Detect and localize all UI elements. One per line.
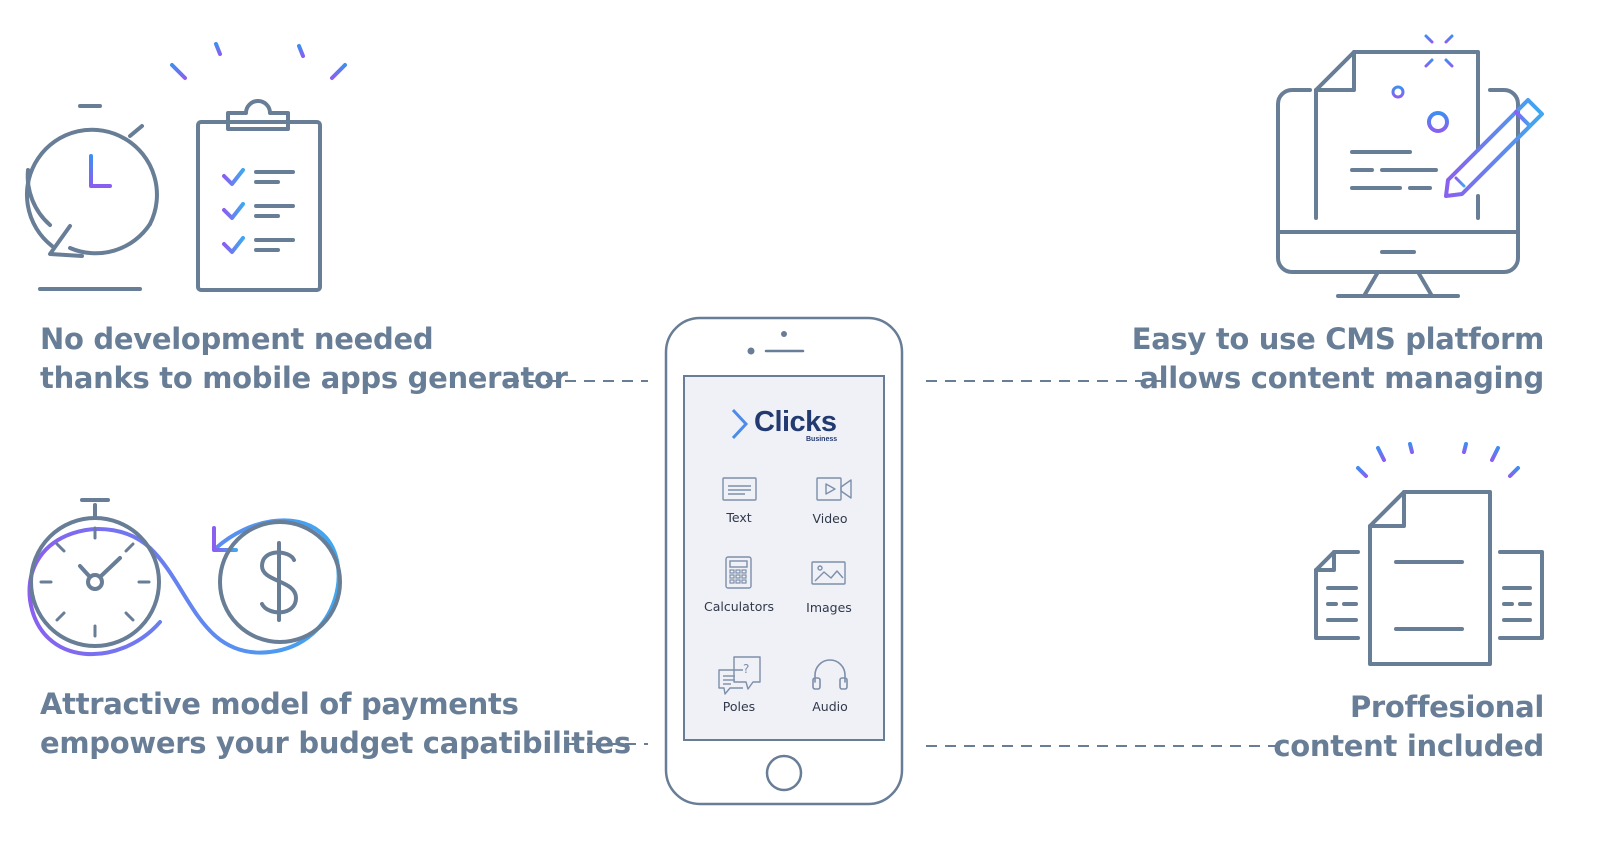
- feature-cms: Easy to use CMS platform allows content …: [1131, 320, 1545, 398]
- brand-subtitle: Business: [806, 436, 838, 443]
- app-label-text[interactable]: Text: [726, 510, 752, 525]
- documents-stack-icon: [1314, 490, 1544, 666]
- svg-text:?: ?: [743, 662, 749, 676]
- feature-no-development: No development needed thanks to mobile a…: [40, 320, 568, 398]
- feature-professional-line2: content included: [1273, 729, 1544, 763]
- feature-payments-line2: empowers your budget capatibilities: [40, 726, 631, 760]
- app-label-audio[interactable]: Audio: [812, 699, 848, 714]
- app-calculator-icon[interactable]: [725, 556, 752, 589]
- clipboard-checklist-icon: [196, 99, 322, 292]
- brand-chevron-icon: [731, 408, 749, 440]
- stopwatch-refresh-icon: [24, 104, 159, 291]
- app-label-images[interactable]: Images: [806, 600, 852, 615]
- app-label-video[interactable]: Video: [812, 511, 848, 526]
- connector-lines: [508, 380, 1286, 747]
- app-label-calculators[interactable]: Calculators: [704, 599, 774, 614]
- app-headphones-icon[interactable]: [812, 659, 848, 690]
- feature-payments: Attractive model of payments empowers yo…: [40, 685, 631, 763]
- sparkle-lines-right: [1356, 430, 1520, 478]
- feature-no-development-line1: No development needed: [40, 322, 434, 356]
- feature-cms-line2: allows content managing: [1139, 361, 1544, 395]
- feature-no-development-line2: thanks to mobile apps generator: [40, 361, 568, 395]
- feature-payments-line1: Attractive model of payments: [40, 687, 519, 721]
- phone-screen: [683, 375, 885, 741]
- app-video-icon[interactable]: [816, 477, 852, 501]
- phone-sensor: [747, 347, 755, 355]
- computer-document-pencil-icon: [1276, 34, 1544, 298]
- feature-professional-line1: Proffesional: [1349, 690, 1544, 724]
- feature-professional-content: Proffesional content included: [1273, 688, 1544, 766]
- app-poll-icon[interactable]: ?: [718, 656, 761, 695]
- app-label-poles[interactable]: Poles: [722, 699, 756, 714]
- sparkle-lines: [170, 27, 347, 80]
- infinity-time-money-icon: [27, 498, 342, 657]
- app-image-icon[interactable]: [811, 561, 846, 585]
- feature-cms-line1: Easy to use CMS platform: [1131, 322, 1545, 356]
- brand-name: Clicks: [754, 406, 837, 438]
- phone-mockup: [664, 316, 904, 806]
- phone-home-button[interactable]: [765, 754, 803, 792]
- app-text-icon[interactable]: [722, 477, 757, 501]
- phone-front-camera: [781, 331, 787, 337]
